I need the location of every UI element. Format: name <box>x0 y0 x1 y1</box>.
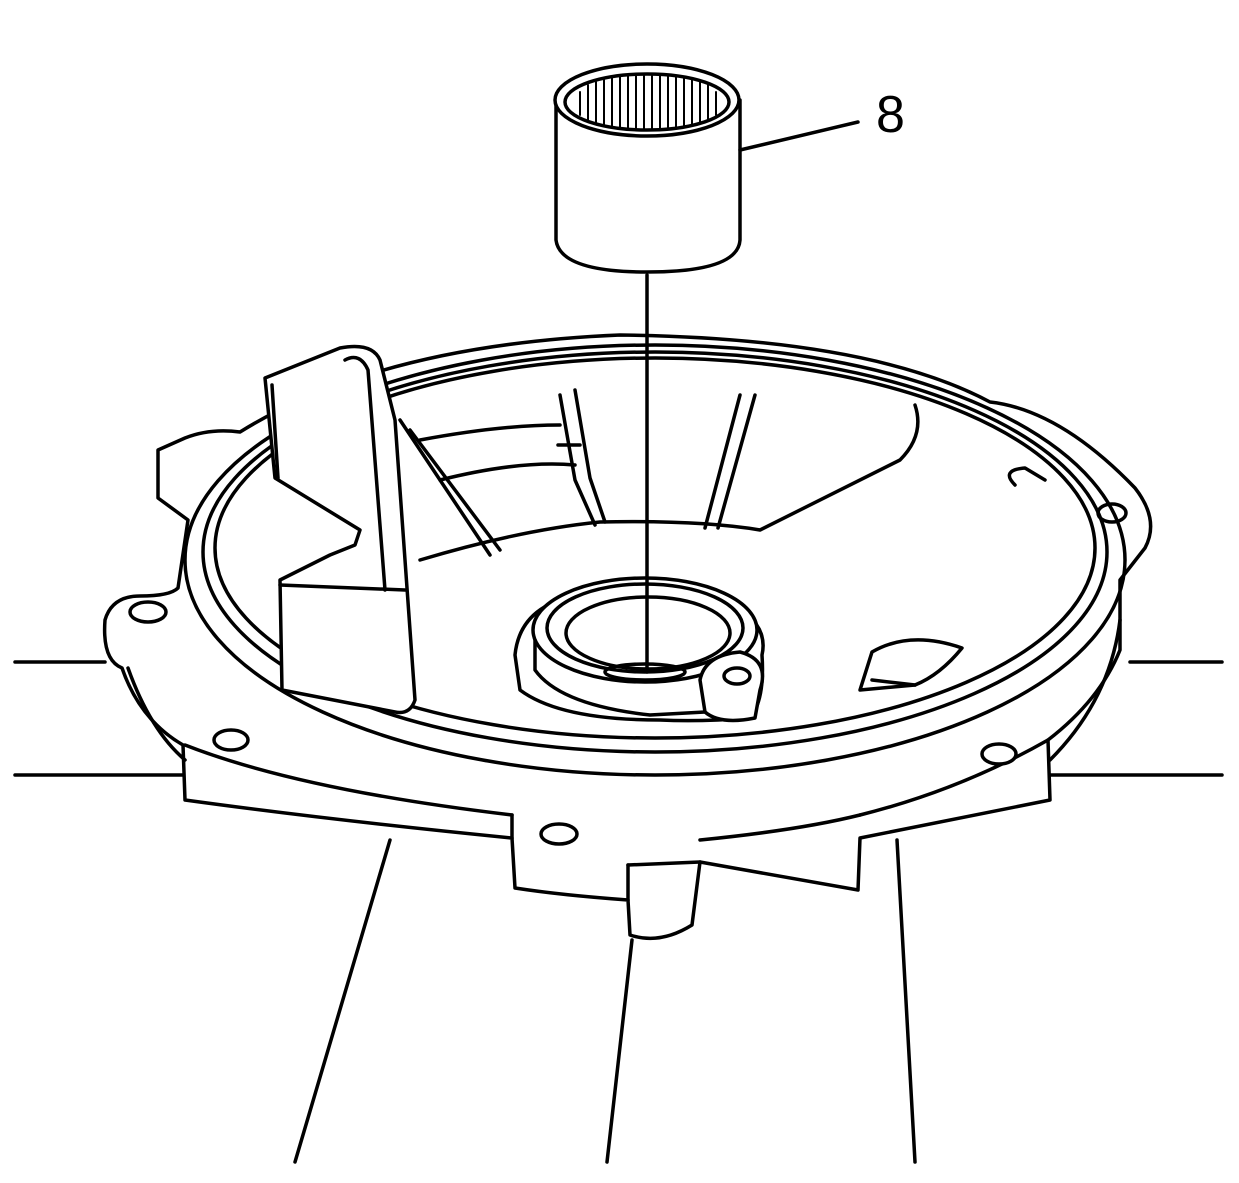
needle-bearing <box>553 62 742 274</box>
housing-rim-outer <box>183 343 1127 777</box>
housing-baffle <box>263 344 417 715</box>
housing-skirt <box>126 666 187 762</box>
callout-leader-8 <box>738 120 860 152</box>
support-stand-lines <box>13 660 1224 1164</box>
housing-rim-inner <box>201 350 1109 754</box>
needle-rollers <box>579 75 717 130</box>
bearing-seat <box>513 576 765 723</box>
housing-floor <box>418 403 920 562</box>
callout-label-8: 8 <box>876 86 905 144</box>
